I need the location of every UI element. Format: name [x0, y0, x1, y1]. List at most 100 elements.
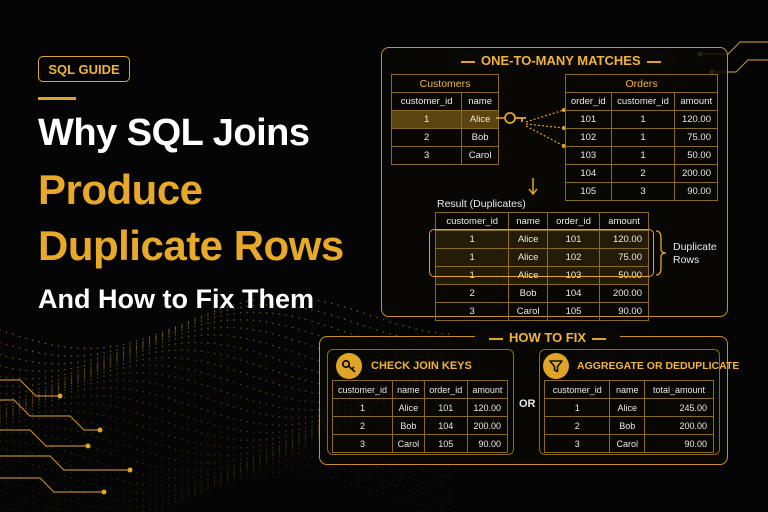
title-line-4: And How to Fix Them: [38, 284, 314, 314]
duplicate-bracket: [655, 230, 667, 276]
table-cell: 3: [390, 146, 463, 165]
table-cell: 101: [423, 398, 468, 417]
table-cell: 90.00: [466, 434, 509, 453]
table-row: Orders: [565, 74, 718, 93]
table-cell: 104: [546, 284, 601, 303]
check-join-keys-card: [327, 349, 514, 455]
col-header: name: [461, 92, 499, 111]
filter-icon: [543, 353, 569, 379]
table-cell: Alice: [392, 398, 425, 417]
col-header: customer_id: [610, 92, 676, 111]
table-row: Customers: [391, 74, 499, 93]
table-cell: 1: [543, 398, 611, 417]
table-cell: 1: [610, 110, 676, 129]
key-connector-icon: [496, 108, 566, 148]
title-accent-rule: [38, 97, 76, 100]
aggregate-card: [539, 349, 720, 455]
col-header: name: [508, 212, 548, 231]
table-cell: Carol: [461, 146, 499, 165]
table-cell: Alice: [508, 230, 548, 249]
aggregate-title: AGGREGATE OR DEDUPLICATE: [577, 360, 740, 372]
table-cell: 3: [434, 302, 510, 321]
table-cell: 75.00: [674, 128, 718, 147]
table-cell: 104: [565, 164, 612, 183]
table-cell: 2: [331, 416, 394, 435]
table-cell: 3: [610, 182, 676, 201]
customers-caption: Customers: [391, 74, 499, 93]
duplicate-label: Duplicate: [673, 241, 717, 253]
duplicate-label: Rows: [673, 254, 700, 266]
table-cell: 200.00: [599, 284, 649, 303]
table-cell: 105: [565, 182, 612, 201]
table-cell: Carol: [392, 434, 425, 453]
col-header: customer_id: [434, 212, 510, 231]
col-header: amount: [466, 380, 509, 399]
col-header: total_amount: [643, 380, 715, 399]
table-cell: Alice: [508, 248, 548, 267]
result-caption: Result (Duplicates): [437, 198, 526, 210]
down-arrow-icon: [528, 178, 538, 196]
dotted-wave: [0, 299, 450, 512]
table-cell: Bob: [508, 284, 548, 303]
table-cell: 50.00: [674, 146, 718, 165]
table-cell: Bob: [461, 128, 499, 147]
col-header: amount: [674, 92, 718, 111]
check-join-keys-title: CHECK JOIN KEYS: [371, 360, 472, 372]
duplicate-highlight-box: [429, 229, 654, 277]
key-icon: [336, 353, 362, 379]
table-cell: 3: [543, 434, 611, 453]
table-cell: 120.00: [674, 110, 718, 129]
table-cell: Bob: [392, 416, 425, 435]
col-header: customer_id: [543, 380, 611, 399]
sql-guide-badge: SQL GUIDE: [38, 56, 130, 82]
col-header: order_id: [423, 380, 468, 399]
table-cell: 2: [543, 416, 611, 435]
table-cell: 245.00: [643, 398, 715, 417]
table-cell: 200.00: [466, 416, 509, 435]
table-cell: 1: [331, 398, 394, 417]
col-header: order_id: [546, 212, 601, 231]
table-cell: Bob: [609, 416, 645, 435]
table-cell: 200.00: [674, 164, 718, 183]
table-row: order_id customer_id amount: [565, 92, 718, 111]
table-cell: 90.00: [599, 302, 649, 321]
col-header: name: [609, 380, 645, 399]
table-cell: 104: [423, 416, 468, 435]
table-cell: 1: [610, 128, 676, 147]
title-line-1: Why SQL Joins: [38, 112, 310, 154]
table-cell: Carol: [508, 302, 548, 321]
table-row: customer_id name: [390, 92, 499, 111]
table-cell: 90.00: [674, 182, 718, 201]
orders-caption: Orders: [565, 74, 718, 93]
one-to-many-title: ONE-TO-MANY MATCHES: [447, 53, 675, 68]
table-cell: 2: [434, 284, 510, 303]
how-to-fix-title: HOW TO FIX: [475, 330, 621, 345]
table-cell: 105: [546, 302, 601, 321]
table-cell: 90.00: [643, 434, 715, 453]
table-cell: 2: [390, 128, 463, 147]
table-cell: Carol: [609, 434, 645, 453]
col-header: order_id: [565, 92, 612, 111]
or-label: OR: [519, 398, 536, 410]
table-cell: 102: [565, 128, 612, 147]
